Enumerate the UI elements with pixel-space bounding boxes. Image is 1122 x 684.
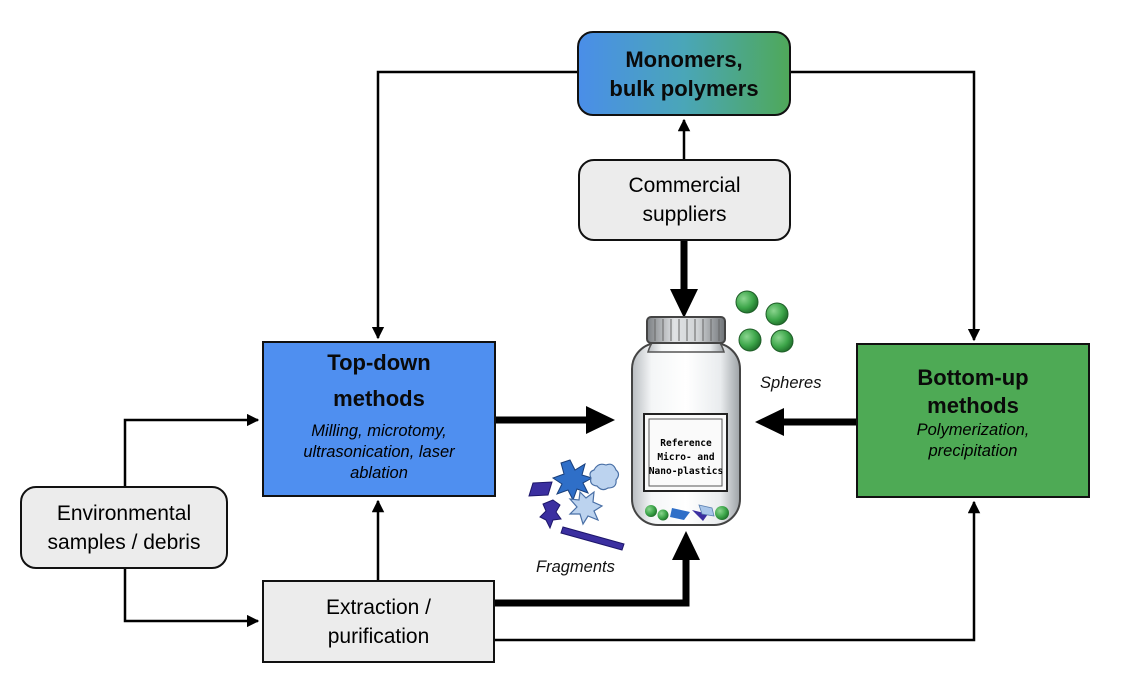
bottom-up-detail-line-1: Polymerization, (916, 420, 1030, 439)
spheres-icon (735, 290, 794, 353)
commercial-line-2: suppliers (642, 203, 727, 226)
reference-bottle-icon: Reference Micro- and Nano-plastics (631, 316, 741, 526)
monomers-bulk-polymers-box: Monomers, bulk polymers (577, 31, 791, 116)
commercial-line-1: Commercial (628, 174, 741, 197)
arrow-commercial-to-bottle-head (670, 289, 698, 318)
extraction-purification-box: Extraction / purification (262, 580, 495, 663)
connector-monomers-to-bottomup (791, 70, 981, 342)
environmental-line-1: Environmental (56, 501, 192, 525)
environmental-samples-box: Environmental samples / debris (20, 486, 228, 569)
arrow-extraction-to-bottle-head (672, 531, 700, 560)
top-down-detail-line-3: ablation (350, 463, 408, 482)
fragments-icon (528, 459, 625, 551)
thin-connectors (123, 70, 981, 642)
environmental-line-2: samples / debris (47, 530, 201, 554)
top-down-title-line-1: Top-down (327, 349, 431, 375)
connector-monomers-to-topdown (371, 70, 577, 340)
connector-extraction-to-bottomup (495, 500, 981, 642)
top-down-detail-line-1: Milling, microtomy, (311, 421, 447, 440)
bottom-up-methods-box: Bottom-up methods Polymerization, precip… (856, 343, 1090, 498)
bottle-label-line-3: Nano-plastics (649, 466, 723, 477)
bottom-up-title-line-1: Bottom-up (917, 364, 1029, 390)
arrow-topdown-to-bottle-head (586, 406, 615, 434)
top-down-detail-line-2: ultrasonication, laser (303, 442, 455, 461)
connector-environmental-to-topdown (123, 413, 260, 486)
top-down-methods-box: Top-down methods Milling, microtomy, ult… (262, 341, 496, 497)
thick-arrows (495, 241, 856, 607)
bottom-up-title-line-2: methods (927, 392, 1019, 418)
bottle-label-line-2: Micro- and (657, 452, 714, 463)
monomers-line-1: Monomers, (625, 46, 743, 72)
fragments-caption: Fragments (536, 558, 615, 576)
extraction-line-2: purification (327, 624, 430, 648)
extraction-line-1: Extraction / (325, 595, 432, 619)
spheres-caption: Spheres (760, 374, 822, 392)
top-down-title-line-2: methods (333, 385, 425, 411)
arrow-bottomup-to-bottle-head (755, 408, 784, 436)
arrow-extraction-to-bottle (495, 558, 690, 607)
commercial-suppliers-box: Commercial suppliers (578, 159, 791, 241)
bottle-label-line-1: Reference (660, 438, 712, 449)
monomers-line-2: bulk polymers (609, 75, 759, 101)
connector-environmental-to-extraction (123, 569, 260, 628)
bottom-up-detail-line-2: precipitation (928, 441, 1018, 460)
